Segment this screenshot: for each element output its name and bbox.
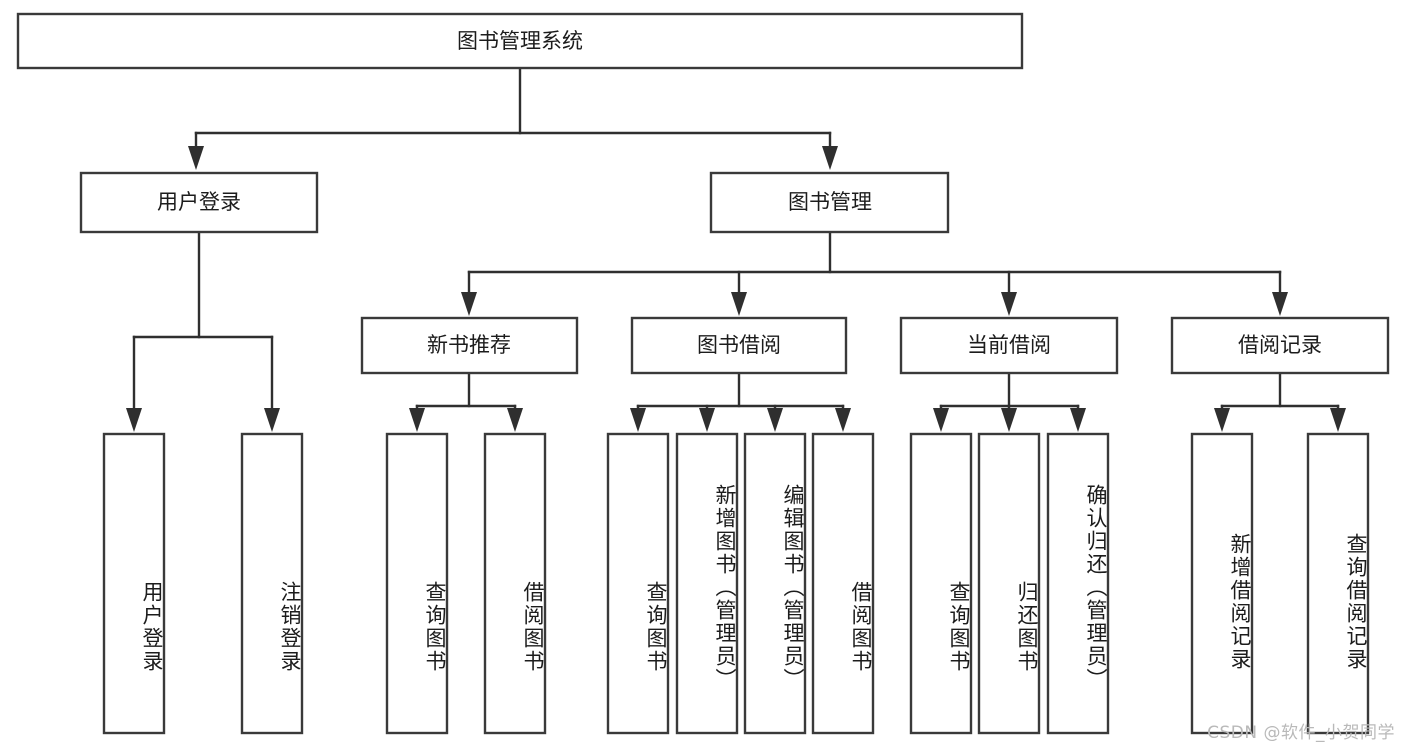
arrow-head-book-manage: [822, 146, 838, 170]
watermark-text: CSDN @软件_小贺同学: [1207, 723, 1395, 743]
arrow-head-bb-leaf-2: [699, 408, 715, 432]
node-leaf-cb-return-book[interactable]: [977, 432, 1041, 735]
node-leaf-br-query-record[interactable]: [1306, 432, 1370, 735]
node-leaf-user-login[interactable]: [102, 432, 166, 735]
node-borrow-record[interactable]: [1170, 316, 1390, 375]
arrow-head-br-leaf-1: [1214, 408, 1230, 432]
connector-book-manage-to-level2: [461, 230, 1288, 316]
arrow-head-leaf-logout: [264, 408, 280, 432]
node-root-label: 图书管理系统: [457, 29, 583, 53]
connector-new-book-recommend-to-leaves: [409, 371, 523, 432]
node-leaf-cb-confirm-return[interactable]: [1046, 432, 1110, 735]
node-book-borrow[interactable]: [630, 316, 848, 375]
node-root-book-management-system[interactable]: [16, 12, 1024, 70]
node-leaf-bb-edit-book[interactable]: [743, 432, 807, 735]
connector-book-borrow-to-leaves: [630, 371, 851, 432]
connector-current-borrow-to-leaves: [933, 371, 1086, 432]
node-leaf-bb-add-book[interactable]: [675, 432, 739, 735]
node-leaf-logout[interactable]: [240, 432, 304, 735]
arrow-head-nbr-leaf-1: [409, 408, 425, 432]
node-user-login-label: 用户登录: [157, 190, 241, 214]
connector-user-login-to-leaves: [126, 230, 280, 432]
node-current-borrow[interactable]: [899, 316, 1119, 375]
arrow-head-bb-leaf-3: [767, 408, 783, 432]
arrow-head-bb-leaf-1: [630, 408, 646, 432]
node-user-login[interactable]: [79, 171, 319, 234]
node-current-borrow-label: 当前借阅: [967, 333, 1051, 357]
arrow-head-new-book-recommend: [461, 292, 477, 316]
node-borrow-record-label: 借阅记录: [1238, 333, 1322, 357]
connector-borrow-record-to-leaves: [1214, 371, 1346, 432]
node-new-book-recommend[interactable]: [360, 316, 579, 375]
node-book-management[interactable]: [709, 171, 950, 234]
arrow-head-nbr-leaf-2: [507, 408, 523, 432]
node-leaf-bb-borrow-book[interactable]: [811, 432, 875, 735]
arrow-head-bb-leaf-4: [835, 408, 851, 432]
node-book-borrow-label: 图书借阅: [697, 333, 781, 357]
node-leaf-nbr-query-book[interactable]: [385, 432, 449, 735]
node-leaf-br-add-record[interactable]: [1190, 432, 1254, 735]
node-new-book-recommend-label: 新书推荐: [427, 333, 511, 357]
arrow-head-br-leaf-2: [1330, 408, 1346, 432]
arrow-head-cb-leaf-3: [1070, 408, 1086, 432]
arrow-head-leaf-user-login: [126, 408, 142, 432]
arrow-head-cb-leaf-1: [933, 408, 949, 432]
node-leaf-nbr-borrow-book[interactable]: [483, 432, 547, 735]
connector-root-to-level1: [188, 66, 838, 170]
node-book-management-label: 图书管理: [788, 190, 872, 214]
arrow-head-current-borrow: [1001, 292, 1017, 316]
arrow-head-book-borrow: [731, 292, 747, 316]
node-leaf-bb-query-book[interactable]: [606, 432, 670, 735]
arrow-head-cb-leaf-2: [1001, 408, 1017, 432]
node-leaf-cb-query-book[interactable]: [909, 432, 973, 735]
arrow-head-borrow-record: [1272, 292, 1288, 316]
arrow-head-user-login: [188, 146, 204, 170]
